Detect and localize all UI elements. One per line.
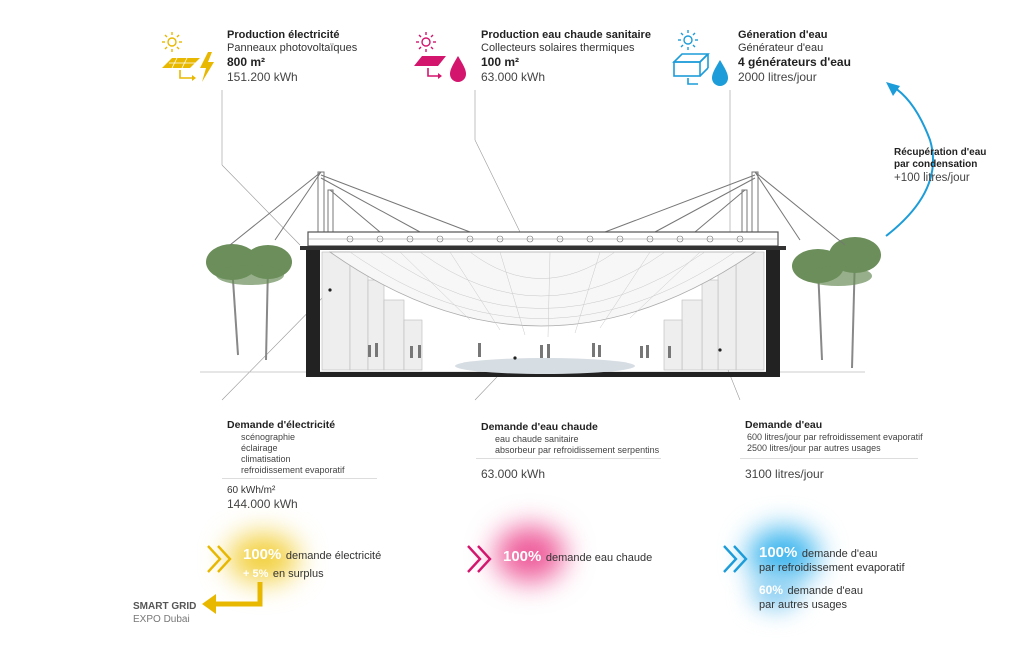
smart-grid-subtitle: EXPO Dubai xyxy=(133,614,190,625)
glow-yellow xyxy=(228,534,298,582)
production-electricity-energy: 151.200 kWh xyxy=(227,70,298,84)
demand-water-item: 600 litres/jour par refroidissement evap… xyxy=(747,432,923,442)
demand-hot-water-total: 63.000 kWh xyxy=(481,467,546,481)
production-hot-water-energy: 63.000 kWh xyxy=(481,70,546,84)
coverage-water: 100% demande d'eau par refroidissement e… xyxy=(759,544,905,612)
demand-electricity-ratio: 60 kWh/m² xyxy=(227,485,276,496)
coverage-electricity-pct: 100% xyxy=(243,546,282,563)
production-electricity-area: 800 m² xyxy=(227,55,266,69)
coverage-hot-water-text: demande eau chaude xyxy=(545,552,653,564)
recovery-value: +100 litres/jour xyxy=(894,172,970,184)
palm-trees-right xyxy=(792,237,881,369)
solar-hot-water-icon-group xyxy=(414,32,466,82)
roof-truss-pattern xyxy=(346,235,744,243)
coverage-water-other-pct: 60% xyxy=(759,583,784,597)
divider xyxy=(476,458,661,459)
demand-water-title: Demande d'eau xyxy=(745,419,823,431)
thermal-collector-icon xyxy=(414,56,446,79)
demand-hot-water-title: Demande d'eau chaude xyxy=(481,421,598,433)
coverage-hot-water: 100% demande eau chaude xyxy=(503,548,652,566)
arrow-left-icon xyxy=(202,582,263,614)
coverage-hot-water-pct: 100% xyxy=(503,548,542,565)
water-drop-icon xyxy=(712,60,728,86)
production-electricity-title: Production électricité xyxy=(227,29,340,41)
demand-hot-water-item: eau chaude sanitaire xyxy=(495,434,579,444)
production-hot-water-title: Production eau chaude sanitaire xyxy=(481,29,651,41)
water-drop-icon xyxy=(450,56,466,82)
demand-electricity-item: éclairage xyxy=(241,443,278,453)
coverage-electricity: 100% demande électricité + 5% en surplus xyxy=(243,546,381,582)
divider xyxy=(222,478,377,479)
solar-electricity-icon-group xyxy=(162,32,214,82)
coverage-water-other-text-2: par autres usages xyxy=(759,599,848,611)
recovery-line1: Récupération d'eau xyxy=(894,147,987,158)
smart-grid-title: SMART GRID xyxy=(133,601,197,612)
divider xyxy=(740,458,918,459)
demand-water-total: 3100 litres/jour xyxy=(745,467,824,481)
production-water-title: Géneration d'eau xyxy=(738,29,828,41)
demand-electricity-total: 144.000 kWh xyxy=(227,497,298,511)
production-water-subtitle: Générateur d'eau xyxy=(738,42,824,54)
production-electricity-block: Production électricité Panneaux photovol… xyxy=(227,29,357,85)
coverage-water-text: demande d'eau xyxy=(801,548,878,560)
solar-panel-icon xyxy=(162,57,200,81)
palm-trees-left xyxy=(206,244,292,361)
glow-blue-2 xyxy=(752,574,800,610)
production-water-block: Géneration d'eau Générateur d'eau 4 géné… xyxy=(738,29,851,85)
production-electricity-subtitle: Panneaux photovoltaïques xyxy=(227,42,358,54)
demand-water-block: Demande d'eau 600 litres/jour par refroi… xyxy=(745,419,923,454)
production-hot-water-block: Production eau chaude sanitaire Collecte… xyxy=(481,29,651,85)
water-generation-icon-group xyxy=(672,30,728,86)
chevron-right-icon xyxy=(467,545,492,573)
lightning-icon xyxy=(200,52,214,82)
water-generator-icon xyxy=(672,53,710,85)
production-hot-water-subtitle: Collecteurs solaires thermiques xyxy=(481,42,635,54)
interior-stacks xyxy=(321,251,765,371)
demand-water-item: 2500 litres/jour par autres usages xyxy=(747,443,881,453)
production-hot-water-area: 100 m² xyxy=(481,55,520,69)
production-water-volume: 2000 litres/jour xyxy=(738,70,817,84)
smart-grid-block: SMART GRID EXPO Dubai xyxy=(133,600,196,626)
glow-magenta xyxy=(495,526,565,582)
people xyxy=(368,343,671,358)
demand-electricity-item: climatisation xyxy=(241,454,291,464)
sun-icon xyxy=(416,32,436,52)
coverage-electricity-surplus-pct: + 5% xyxy=(243,568,269,580)
chevron-right-icon xyxy=(207,545,232,573)
demand-electricity-item: scénographie xyxy=(241,432,296,442)
coverage-water-pct: 100% xyxy=(759,544,798,561)
coverage-electricity-surplus-text: en surplus xyxy=(272,568,324,580)
chevron-right-icon xyxy=(723,545,748,573)
recovery-arc-arrow xyxy=(885,82,935,237)
coverage-water-other-text: demande d'eau xyxy=(787,585,863,597)
demand-electricity-title: Demande d'électricité xyxy=(227,419,336,431)
sun-icon xyxy=(162,32,182,52)
production-water-count: 4 générateurs d'eau xyxy=(738,55,851,69)
sun-icon xyxy=(678,30,698,50)
demand-hot-water-block: Demande d'eau chaude eau chaude sanitair… xyxy=(481,421,659,456)
demand-electricity-item: refroidissement evaporatif xyxy=(241,465,345,475)
gridshell-dome xyxy=(328,251,757,338)
coverage-water-text-2: par refroidissement evaporatif xyxy=(759,562,905,574)
coverage-electricity-text: demande électricité xyxy=(285,550,382,562)
demand-electricity-values: 60 kWh/m² 144.000 kWh xyxy=(227,484,298,512)
demand-electricity-block: Demande d'électricité scénographie éclai… xyxy=(227,419,345,476)
recovery-line2: par condensation xyxy=(894,159,978,170)
glow-blue xyxy=(748,528,818,582)
water-recovery-block: Récupération d'eau par condensation +100… xyxy=(894,147,986,185)
demand-hot-water-item: absorbeur par refroidissement serpentins xyxy=(495,445,660,455)
